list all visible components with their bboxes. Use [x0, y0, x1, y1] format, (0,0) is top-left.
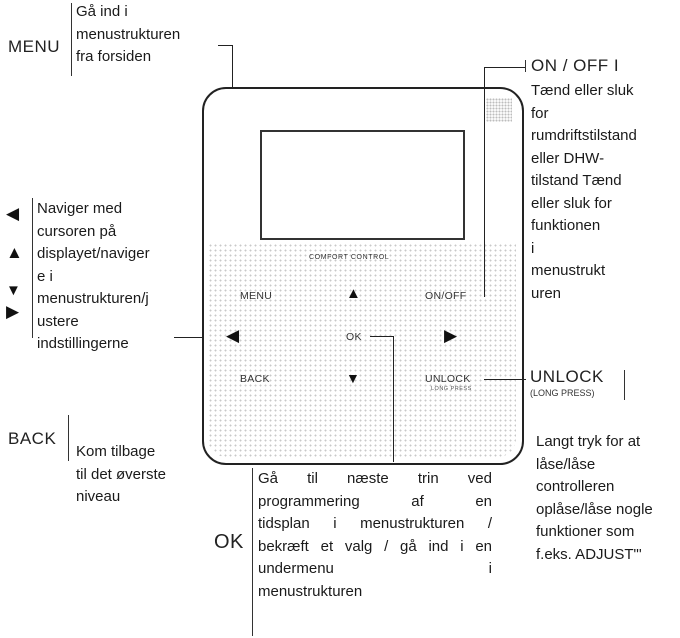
panel-unlock-sub: LONG PRESS — [431, 386, 472, 392]
panel-onoff-button[interactable]: ON/OFF — [425, 290, 467, 302]
panel-dot-texture — [208, 243, 516, 457]
ok-desc-line: programmering af en — [258, 492, 492, 510]
nav-callout-desc: Naviger med cursoren på displayet/navige… — [37, 198, 177, 356]
panel-unlock-button[interactable]: UNLOCK — [425, 373, 471, 385]
menu-desc-line: fra forsiden — [76, 48, 152, 65]
onoff-leader-h — [484, 67, 525, 68]
back-callout-title: BACK — [8, 429, 57, 448]
onoff-desc-line: Tænd eller sluk — [531, 82, 634, 99]
onoff-callout-title: ON / OFF I — [531, 56, 620, 75]
menu-desc-line: Gå ind i — [76, 3, 128, 20]
onoff-desc-line: menustrukt — [531, 262, 606, 279]
back-desc-line: niveau — [76, 488, 121, 505]
nav-desc-line: indstillingerne — [37, 335, 129, 352]
onoff-leader-v — [484, 67, 485, 297]
onoff-desc-line: tilstand Tænd — [531, 172, 622, 189]
ok-desc-line: tidsplan i menustrukturen / — [258, 515, 492, 532]
unlock-desc-line: oplåse/låse nogle — [536, 500, 653, 518]
left-arrow-icon: ◀ — [6, 204, 20, 223]
nav-desc-line: ustere — [37, 312, 79, 330]
panel-back-button[interactable]: BACK — [240, 373, 270, 385]
onoff-desc-line: eller DHW- — [531, 149, 605, 167]
onoff-desc-line: eller sluk for — [531, 194, 612, 212]
right-arrow-icon: ▶ — [6, 302, 20, 321]
nav-desc-line: displayet/naviger — [37, 245, 150, 262]
nav-callout-divider — [32, 198, 33, 338]
unlock-callout-desc: Langt tryk for at låse/låse controlleren… — [536, 431, 678, 566]
onoff-desc-line: for — [531, 104, 549, 122]
speaker-grille — [486, 98, 512, 122]
onoff-desc-line: funktionen — [531, 217, 601, 234]
ok-desc-line: Gå til næste trin ved — [258, 470, 492, 487]
menu-callout-divider — [71, 3, 72, 76]
ok-callout-divider — [252, 468, 253, 636]
panel-brand-label: COMFORT CONTROL — [309, 254, 390, 261]
back-desc-line: Kom tilbage — [76, 443, 156, 460]
onoff-desc-line: rumdriftstilstand — [531, 127, 637, 144]
panel-menu-button[interactable]: MENU — [240, 290, 273, 302]
unlock-desc-line: controlleren — [536, 478, 615, 495]
panel-ok-button[interactable]: OK — [346, 331, 362, 343]
menu-desc-line: menustrukturen — [76, 25, 181, 43]
back-callout-divider — [68, 415, 69, 461]
ok-leader-h — [370, 336, 394, 337]
onoff-desc-line: uren — [531, 284, 562, 302]
unlock-desc-line: låse/låse — [536, 455, 596, 473]
onoff-callout-desc: Tænd eller sluk for rumdriftstilstand el… — [531, 80, 676, 305]
unlock-leader-h — [484, 379, 526, 380]
ok-leader-v — [393, 336, 394, 462]
unlock-desc-line: Langt tryk for at — [536, 433, 641, 450]
nav-desc-line: e i — [37, 267, 53, 285]
nav-desc-line: Naviger med — [37, 200, 123, 217]
onoff-callout-divider — [525, 60, 526, 72]
back-desc-line: til det øverste — [76, 465, 167, 483]
unlock-desc-line: f.eks. ADJUST"' — [536, 545, 642, 563]
panel-right-button[interactable]: ▶ — [444, 326, 458, 345]
nav-leader-h — [174, 337, 226, 338]
menu-leader-h — [218, 45, 232, 46]
down-arrow-icon: ▼ — [6, 282, 21, 299]
unlock-callout-divider — [624, 370, 625, 400]
panel-up-button[interactable]: ▲ — [346, 285, 361, 302]
nav-desc-line: cursoren på — [37, 222, 117, 240]
ok-desc-line: bekræft et valg / gå ind i en — [258, 537, 492, 555]
menu-callout-desc: Gå ind i menustrukturen fra forsiden — [76, 1, 216, 69]
ok-desc-line: menustrukturen — [258, 582, 363, 600]
ok-desc-line: undermenu i — [258, 560, 492, 577]
panel-left-button[interactable]: ◀ — [226, 326, 240, 345]
controller-display — [260, 130, 465, 240]
up-arrow-icon: ▲ — [6, 243, 23, 262]
panel-down-button[interactable]: ▼ — [346, 370, 360, 386]
onoff-desc-line: i — [531, 239, 535, 257]
unlock-callout-sub: (LONG PRESS) — [530, 388, 595, 398]
nav-desc-line: menustrukturen/j — [37, 290, 149, 307]
menu-callout-title: MENU — [8, 37, 61, 56]
ok-callout-title: OK — [214, 531, 244, 553]
back-callout-desc: Kom tilbage til det øverste niveau — [76, 441, 216, 509]
unlock-callout-title: UNLOCK — [530, 367, 604, 386]
unlock-desc-line: funktioner som — [536, 523, 635, 540]
ok-callout-desc: Gå til næste trin ved programmering af e… — [258, 468, 492, 603]
